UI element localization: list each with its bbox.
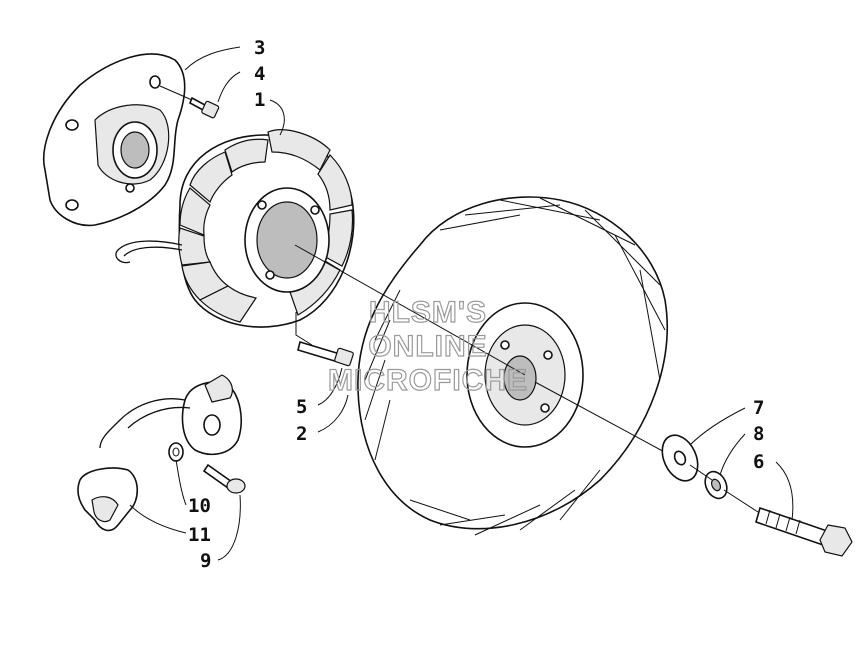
callout-8: 8	[753, 423, 764, 445]
screw-9	[202, 463, 246, 494]
callouts: 3 4 1 5 2 7 8 6 10 11 9	[188, 37, 764, 572]
stator	[115, 129, 355, 328]
screw-4	[159, 85, 220, 119]
stator-mounting-plate	[43, 53, 186, 227]
watermark-line-3: MICROFICHE	[328, 364, 528, 397]
pulser-coil	[99, 374, 242, 456]
callout-10: 10	[188, 495, 211, 517]
callout-6: 6	[753, 451, 764, 473]
bolt-6	[723, 489, 853, 557]
callout-3: 3	[254, 37, 265, 59]
washer-10	[168, 442, 184, 462]
lock-washer-8	[689, 464, 728, 500]
callout-1: 1	[254, 89, 265, 111]
screw-2	[295, 312, 354, 367]
callout-9: 9	[200, 550, 211, 572]
watermark-line-2: ONLINE	[368, 330, 487, 363]
callout-4: 4	[254, 63, 265, 85]
callout-7: 7	[753, 397, 764, 419]
washer-7	[661, 434, 699, 482]
callout-2: 2	[296, 423, 307, 445]
flywheel	[294, 196, 671, 536]
watermark-line-1: HLSM'S	[369, 296, 487, 329]
bracket-11	[77, 467, 139, 532]
leader-lines	[129, 46, 794, 561]
callout-11: 11	[188, 524, 211, 546]
callout-5: 5	[296, 396, 307, 418]
watermark: HLSM'S ONLINE MICROFICHE	[327, 295, 528, 397]
